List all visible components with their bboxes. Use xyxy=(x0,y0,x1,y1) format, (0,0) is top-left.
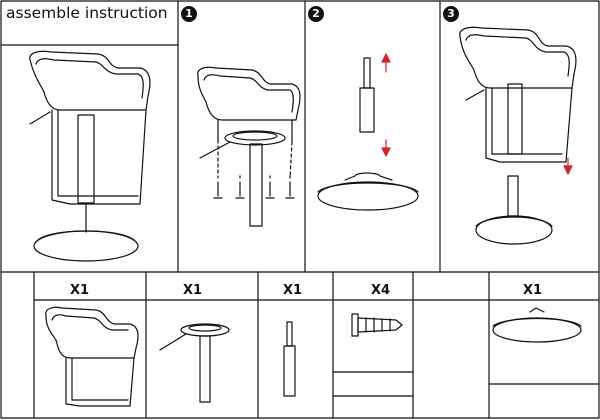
arrow-down-icon xyxy=(381,147,391,157)
step-2-illustration xyxy=(317,57,419,211)
page-title: assemble instruction xyxy=(6,4,168,22)
stool-assembled xyxy=(29,50,151,262)
step-number-3: 3 xyxy=(443,6,459,22)
arrow-down-icon xyxy=(563,165,573,175)
qty-screw: X4 xyxy=(371,283,391,298)
part-bracket-lever xyxy=(159,323,230,403)
part-gas-cylinder xyxy=(283,321,296,397)
step-3-illustration xyxy=(459,26,577,245)
step-number-2: 2 xyxy=(308,6,324,22)
part-screw xyxy=(351,313,403,337)
qty-cylinder: X1 xyxy=(283,283,303,298)
part-seat xyxy=(45,306,139,407)
arrow-up-icon xyxy=(381,53,391,63)
step-number-1: 1 xyxy=(181,6,197,22)
screws-set xyxy=(213,175,295,199)
qty-base: X1 xyxy=(523,283,543,298)
qty-seat: X1 xyxy=(70,283,90,298)
arrow-step-3 xyxy=(563,157,573,175)
qty-bracket: X1 xyxy=(183,283,203,298)
step-1-illustration xyxy=(197,66,301,227)
part-base xyxy=(492,307,582,343)
arrows-step-2 xyxy=(381,53,391,157)
